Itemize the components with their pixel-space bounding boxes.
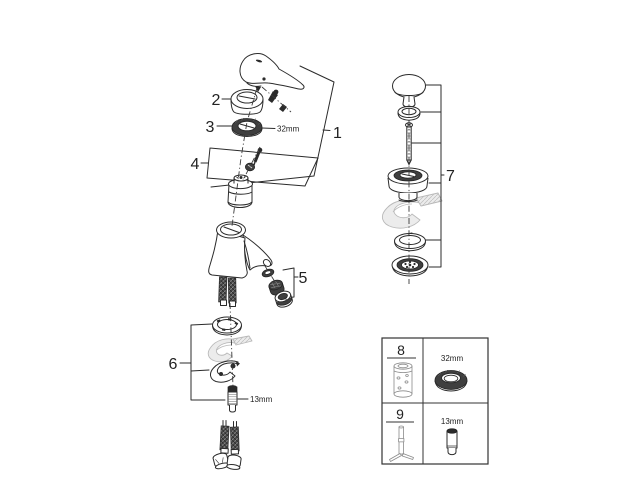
callout-3-label: 3 <box>206 119 215 136</box>
ring-32mm-icon <box>434 369 468 392</box>
drain-seal-ring-part7 <box>394 232 426 252</box>
service-parts-box: 8 32mm 9 13mm <box>381 337 489 465</box>
center-axis-lines <box>229 86 410 388</box>
box-13mm-label: 13mm <box>441 417 464 426</box>
aerator-housing-part5 <box>274 290 293 308</box>
stud-wrench-icon <box>389 425 414 462</box>
drain-flange-part7 <box>387 167 429 202</box>
drain-plug-part7 <box>392 74 426 110</box>
callout-6-bracket <box>179 323 226 401</box>
cap-ring-part3 <box>231 117 263 137</box>
drain-strainer-part7 <box>391 255 429 277</box>
size-13mm-label: 13mm <box>250 395 273 404</box>
callout-8-label: 8 <box>397 342 405 358</box>
size-32mm-label: 32mm <box>277 125 300 134</box>
handle-top-slot <box>255 59 263 63</box>
box-32mm-label: 32mm <box>441 354 464 363</box>
socket-13mm-icon <box>446 428 458 456</box>
aerator-washer-part5 <box>261 268 275 278</box>
mounting-clamp-part6 <box>210 360 240 383</box>
flexible-hose-tails <box>218 276 237 307</box>
callout-4-label: 4 <box>191 156 200 173</box>
callout-5-bracket <box>282 267 299 298</box>
lever-handle <box>239 53 305 92</box>
callout-7-bracket <box>411 84 445 268</box>
supply-hoses <box>212 420 242 470</box>
ghost-clamp-left <box>207 335 253 363</box>
callout-4-bracket <box>200 147 319 187</box>
callout-2-label: 2 <box>212 92 221 109</box>
cartridge-nut-part4 <box>244 162 255 172</box>
faucet-body <box>208 221 273 279</box>
cartridge-tool-icon <box>393 362 413 398</box>
escutcheon-washer-part6 <box>212 316 242 336</box>
callout-9-label: 9 <box>396 406 404 422</box>
mounting-stud-part6 <box>227 385 238 413</box>
cartridge-part4 <box>227 174 253 208</box>
callout-6-label: 6 <box>169 356 178 373</box>
callout-1-bracket <box>210 65 335 188</box>
callout-5-label: 5 <box>299 270 308 287</box>
ghost-clamp-right <box>381 192 443 229</box>
handle-cap-part2 <box>230 89 264 115</box>
callout-1-label: 1 <box>333 125 342 142</box>
callout-7-label: 7 <box>446 168 455 185</box>
size-32mm-tick <box>261 127 276 129</box>
